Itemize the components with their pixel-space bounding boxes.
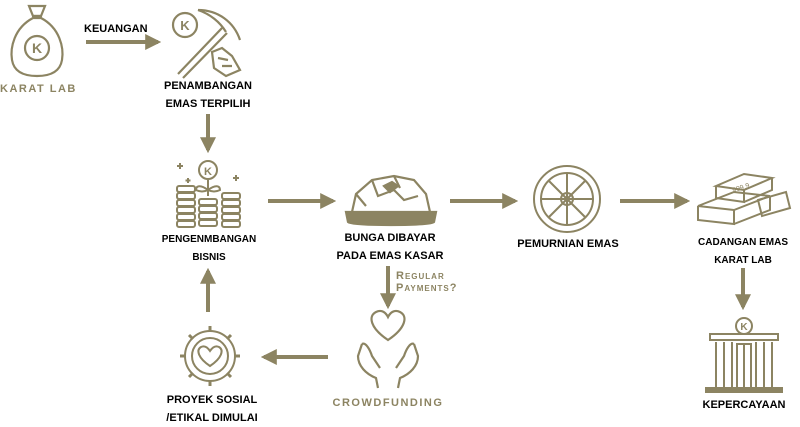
reserves-line2: KARAT LAB (714, 255, 772, 266)
edge-label-keuangan: KEUANGAN (84, 23, 148, 35)
refinery-wheel-icon (533, 165, 601, 233)
gold-nugget-icon (344, 174, 438, 227)
money-bag-icon: K (10, 4, 64, 78)
svg-text:K: K (180, 18, 190, 33)
logo-letter: K (32, 40, 42, 56)
svg-text:K: K (740, 322, 748, 333)
interest-line2: PADA EMAS KASAR (336, 250, 444, 262)
heart-hands-icon (356, 309, 420, 389)
mining-line2: EMAS TERPILIH (165, 98, 251, 110)
node-label-business: PENGENMBANGAN BISNIS (154, 231, 264, 267)
svg-text:K: K (204, 166, 212, 178)
regular-line2: Payments? (396, 282, 458, 294)
gold-bars-icon: 999.9 (697, 172, 792, 226)
bank-building-icon: K (705, 317, 783, 393)
social-line2: /ETIKAL DIMULAI (166, 412, 258, 424)
node-label-mining: PENAMBANGAN EMAS TERPILIH (150, 77, 266, 113)
regular-line1: Regular (396, 270, 445, 282)
node-label-crowdfunding: CROWDFUNDING (332, 397, 444, 409)
arrows (86, 34, 751, 365)
interest-line1: BUNGA DIBAYAR (344, 232, 436, 244)
reserves-line1: CADANGAN EMAS (698, 237, 788, 248)
node-label-social: PROYEK SOSIAL /ETIKAL DIMULAI (154, 391, 270, 427)
node-label-interest: BUNGA DIBAYAR PADA EMAS KASAR (328, 229, 452, 265)
node-label-reserves: CADANGAN EMAS KARAT LAB (690, 234, 796, 270)
business-line2: BISNIS (192, 252, 226, 263)
pickaxe-icon: K (171, 8, 242, 79)
node-label-refining: PEMURNIAN EMAS (517, 238, 619, 250)
mining-line1: PENAMBANGAN (164, 80, 252, 92)
heart-gear-icon (180, 326, 240, 386)
coin-stack-plant-icon: K (176, 160, 241, 228)
node-label-trust: KEPERCAYAAN (702, 399, 786, 411)
business-line1: PENGENMBANGAN (161, 234, 257, 245)
node-label-karat-lab: KARAT LAB (0, 83, 77, 95)
edge-label-regular-payments: Regular Payments? (396, 270, 457, 294)
social-line1: PROYEK SOSIAL (166, 394, 258, 406)
